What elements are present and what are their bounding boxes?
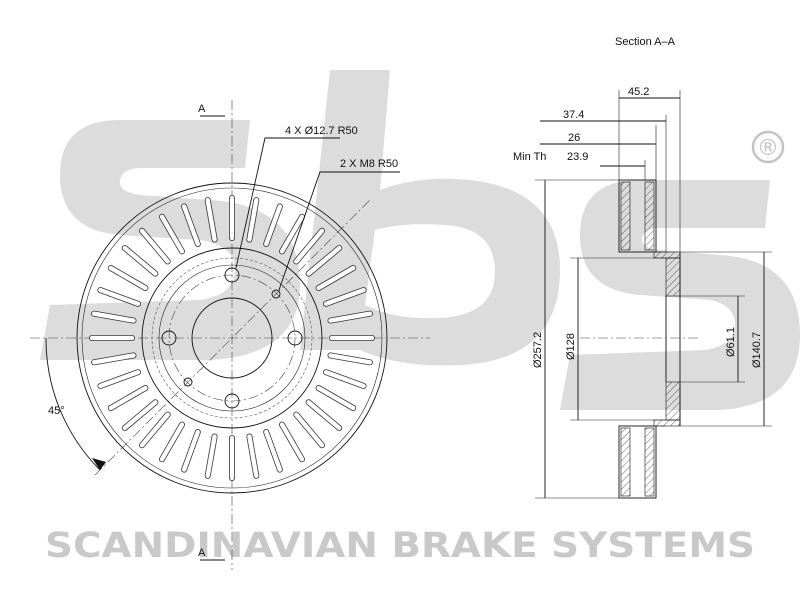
vent-slot-inner [122,400,158,431]
vent-slot-inner [306,245,342,276]
vent-slot-inner [91,353,136,365]
bolt-hole-top [224,267,240,283]
bolt-hole-bottom [224,393,240,409]
dim-hub-diameter: Ø140.7 [751,332,763,368]
dim-outer-diameter: Ø257.2 [532,332,544,368]
vent-slot-inner [247,197,259,242]
section-view: Section A–A [513,36,772,499]
vent-slot-inner [294,412,325,448]
section-title: Section A–A [615,36,676,48]
disc-outer-edge [76,182,388,494]
dim-thickness: 26 [568,132,580,144]
vent-slot-inner [139,412,170,448]
vent-slot-inner [98,370,141,389]
dim-min-thickness-label: Min Th [513,151,546,163]
dim-center-bore: Ø61.1 [725,327,737,357]
dim-height-37: 37.4 [563,109,584,121]
vent-slot-inner [279,422,305,462]
sbs-watermark-logo: ® SCANDINAVIAN BRAKE SYSTEMS [40,70,800,566]
vent-slot-inner [159,422,185,462]
vent-slot-inner [294,228,325,264]
vent-slot-inner [306,400,342,431]
section-marker-bottom: A [198,547,206,559]
vent-slot-inner [181,204,201,247]
vent-slot-inner [205,197,217,242]
vent-slot-inner [279,214,305,254]
vent-slots [89,195,375,481]
registered-mark-circle [751,130,785,164]
vent-slot-inner [108,385,148,411]
watermark-letter-s-1 [40,120,300,360]
front-view: A A 4 X Ø12.7 R50 2 X M8 R50 45° [30,100,430,570]
section-marker-top: A [198,103,206,115]
dim-inner-diameter: Ø128 [565,333,577,360]
vent-slot-inner [247,434,259,479]
vent-slot-inner [264,204,283,247]
vent-slot-inner [264,429,283,472]
bolt-hole-right [287,330,303,346]
vent-slot-inner [98,287,141,306]
vent-slot-inner [323,287,366,306]
vent-slot-inner [316,385,356,411]
vent-slot-inner [328,311,373,323]
bolt-hole-left [161,330,177,346]
registered-mark: ® [757,136,779,161]
vent-slot-inner [122,245,158,276]
threaded-hole-2 [183,377,193,387]
hat-outer-edge [141,247,323,429]
vent-slot-inner [205,434,217,479]
vent-slot-inner [159,214,185,254]
dim-min-thickness: 23.9 [567,151,588,163]
vent-slot-inner [139,228,170,264]
threaded-hole-1 [271,289,281,299]
hole-callout-2: 2 X M8 R50 [340,158,398,170]
vent-slot-inner [316,265,356,291]
watermark-company-name: SCANDINAVIAN BRAKE SYSTEMS [45,526,755,566]
hole-callout-1: 4 X Ø12.7 R50 [285,125,358,137]
vent-slot-inner [108,265,148,291]
vent-slot-inner [91,311,136,323]
section-profile [580,179,700,499]
vent-slot-inner [181,429,201,472]
center-bore [191,297,273,379]
dim-overall-height: 45.2 [628,86,649,98]
vent-slot-inner [323,370,366,389]
angle-label: 45° [48,405,65,417]
vent-slot-inner [328,353,373,365]
